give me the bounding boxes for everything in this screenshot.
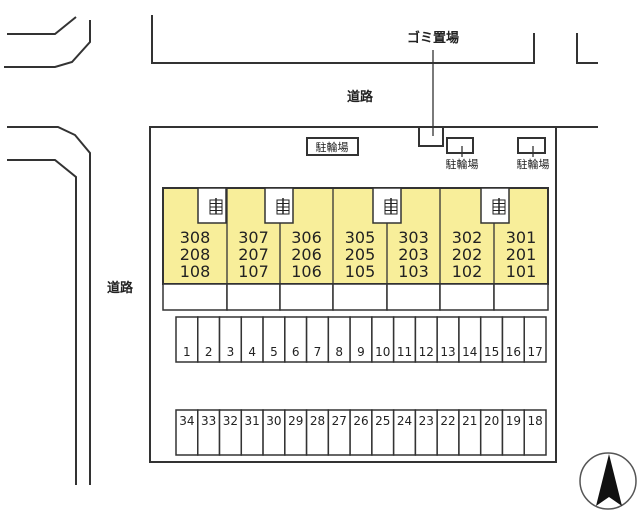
parking-space-number: 22 (440, 414, 455, 428)
stairs-icon (197, 187, 227, 224)
road-label-top: 道路 (347, 89, 374, 105)
parking-space-number: 5 (270, 345, 278, 359)
parking-space-number: 26 (353, 414, 368, 428)
unit-number: 301 (506, 228, 537, 247)
unit-number: 308 (180, 228, 211, 247)
unit-number: 106 (291, 262, 322, 281)
parking-space-number: 23 (419, 414, 434, 428)
parking-space-number: 27 (332, 414, 347, 428)
balcony-box (493, 283, 549, 311)
parking-space (523, 409, 547, 456)
unit-number: 101 (506, 262, 537, 281)
parking-space-number: 32 (223, 414, 238, 428)
parking-space-number: 8 (335, 345, 343, 359)
bike-parking-main-label: 駐輪場 (316, 140, 349, 154)
parking-space-number: 29 (288, 414, 303, 428)
unit-number: 208 (180, 245, 211, 264)
stairs-icon (480, 187, 510, 224)
parking-space-number: 18 (527, 414, 542, 428)
bike-parking-1-label: 駐輪場 (446, 157, 479, 171)
balcony-box (332, 283, 388, 311)
parking-space-number: 1 (183, 345, 191, 359)
road-outlines (4, 15, 598, 485)
unit-number: 107 (238, 262, 269, 281)
parking-space-number: 30 (266, 414, 281, 428)
unit-number: 303 (398, 228, 429, 247)
stairs-icon (264, 187, 294, 224)
unit-number: 102 (452, 262, 483, 281)
parking-space-number: 9 (357, 345, 365, 359)
garbage-area (418, 126, 444, 147)
balcony-box (439, 283, 495, 311)
balcony-box (226, 283, 281, 311)
parking-space-number: 7 (314, 345, 322, 359)
unit-number: 108 (180, 262, 211, 281)
parking-space-number: 21 (462, 414, 477, 428)
garbage-label: ゴミ置場 (407, 30, 459, 46)
parking-space-number: 24 (397, 414, 412, 428)
parking-space-number: 31 (245, 414, 260, 428)
parking-space-number: 16 (506, 345, 521, 359)
parking-space-number: 6 (292, 345, 300, 359)
parking-space-number: 13 (440, 345, 455, 359)
stairs-icon (372, 187, 402, 224)
parking-space-number: 28 (310, 414, 325, 428)
building: 3082081083072071073062061063052051053032… (162, 187, 549, 311)
parking-space-number: 34 (179, 414, 194, 428)
bike-parking-main-box (306, 137, 359, 156)
parking-space-number: 4 (248, 345, 256, 359)
balcony-box (162, 283, 228, 311)
unit-number: 206 (291, 245, 322, 264)
bike-parking-2-label: 駐輪場 (517, 157, 550, 171)
parking-space-number: 3 (227, 345, 235, 359)
parking-space-number: 11 (397, 345, 412, 359)
unit-number: 205 (345, 245, 376, 264)
unit-number: 306 (291, 228, 322, 247)
parking-space-number: 14 (462, 345, 477, 359)
parking-space-number: 20 (484, 414, 499, 428)
parking-space (523, 316, 547, 363)
unit-number: 105 (345, 262, 376, 281)
unit-number: 202 (452, 245, 483, 264)
unit-number: 201 (506, 245, 537, 264)
unit-number: 103 (398, 262, 429, 281)
unit-number: 203 (398, 245, 429, 264)
balcony-box (386, 283, 441, 311)
parking-space-number: 10 (375, 345, 390, 359)
lot-boundary (149, 126, 598, 463)
parking-space-number: 17 (527, 345, 542, 359)
unit-number: 305 (345, 228, 376, 247)
parking-space-number: 15 (484, 345, 499, 359)
parking-space-number: 12 (419, 345, 434, 359)
balcony-box (279, 283, 334, 311)
bike-parking-2-box (517, 137, 546, 154)
unit-number: 307 (238, 228, 269, 247)
bike-parking-1-box (446, 137, 474, 154)
parking-space-number: 2 (205, 345, 213, 359)
north-arrow-icon (579, 452, 637, 510)
road-label-left: 道路 (107, 280, 134, 296)
unit-number: 207 (238, 245, 269, 264)
parking-space-number: 19 (506, 414, 521, 428)
parking-space-number: 33 (201, 414, 216, 428)
parking-space-number: 25 (375, 414, 390, 428)
unit-number: 302 (452, 228, 483, 247)
